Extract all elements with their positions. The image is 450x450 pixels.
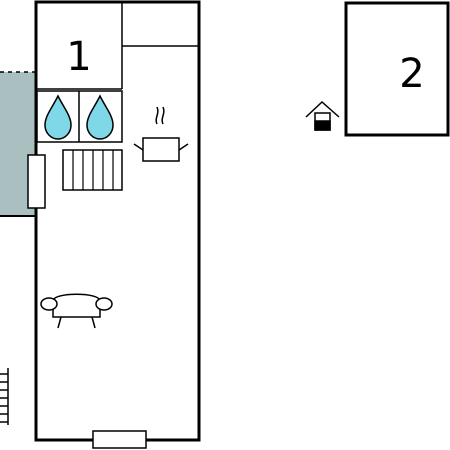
water-drop-icon [86, 94, 114, 140]
room-1: 1 [36, 2, 199, 90]
stairs [0, 368, 9, 425]
pool-area [0, 71, 37, 217]
sofa-icon [40, 293, 113, 329]
cooking-pot-icon [133, 106, 189, 162]
window-left [27, 154, 46, 209]
room-2: 2 [344, 1, 450, 137]
house-entrance-icon [305, 100, 340, 131]
water-drop-icon [44, 94, 72, 140]
water-tiles [36, 90, 123, 143]
main-building-walls [34, 0, 201, 442]
room-number-1: 1 [66, 34, 91, 80]
radiator-icon [62, 149, 123, 191]
door-bottom [92, 430, 147, 449]
room-number-2: 2 [399, 51, 424, 97]
